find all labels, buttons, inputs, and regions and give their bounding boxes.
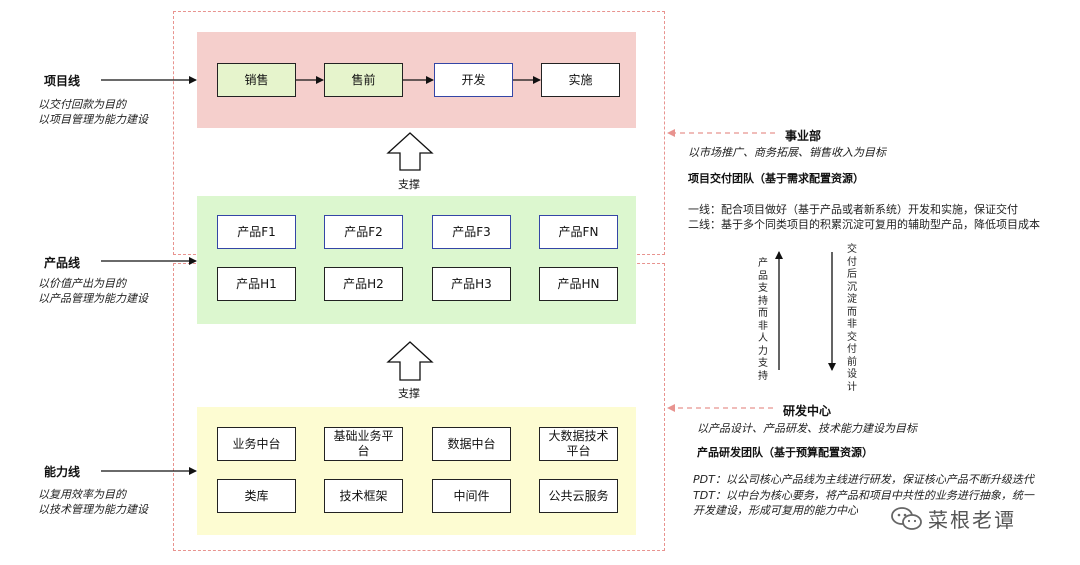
node-product-h3: 产品H3 [432, 267, 511, 301]
product-line-desc1: 以价值产出为目的 [38, 277, 126, 290]
support-arrow-upper [386, 132, 434, 171]
rd-team-title: 产品研发团队（基于预算配置资源） [697, 446, 873, 459]
support-arrow-lower [386, 341, 434, 381]
node-class-library: 类库 [217, 479, 296, 513]
wechat-icon [891, 506, 922, 530]
capability-line-desc2: 以技术管理为能力建设 [38, 503, 148, 516]
node-develop: 开发 [434, 63, 513, 97]
capability-line-desc1: 以复用效率为目的 [38, 488, 126, 501]
business-unit-title: 事业部 [785, 129, 822, 143]
node-implement: 实施 [541, 63, 620, 97]
delivery-line1: 一线：配合项目做好（基于产品或者新系统）开发和实施，保证交付 [688, 203, 1018, 216]
support-label-lower: 支撑 [398, 387, 420, 400]
vertical-text-product-support: 产品支持而非人力支持 [758, 258, 768, 382]
delivery-line2: 二线：基于多个同类项目的积累沉淀可复用的辅助型产品，降低项目成本 [688, 218, 1040, 231]
rd-pdt: PDT：以公司核心产品线为主线进行研发，保证核心产品不断升级迭代 [693, 473, 1034, 486]
node-tech-framework: 技术框架 [324, 479, 403, 513]
product-line-title: 产品线 [44, 256, 81, 270]
product-line-desc2: 以产品管理为能力建设 [38, 292, 148, 305]
node-presales: 售前 [324, 63, 403, 97]
support-label-upper: 支撑 [398, 178, 420, 191]
node-sales: 销售 [217, 63, 296, 97]
project-line-desc1: 以交付回款为目的 [38, 98, 126, 111]
capability-line-title: 能力线 [44, 465, 81, 479]
rd-center-title: 研发中心 [783, 404, 832, 418]
node-product-f2: 产品F2 [324, 215, 403, 249]
node-bigdata-platform: 大数据技术平台 [539, 427, 618, 461]
node-business-middle: 业务中台 [217, 427, 296, 461]
vertical-text-post-delivery: 交付后沉淀而非交付前设计 [847, 244, 857, 393]
project-line-title: 项目线 [44, 74, 81, 88]
node-product-f1: 产品F1 [217, 215, 296, 249]
rd-tdt1: TDT：以中台为核心要务，将产品和项目中共性的业务进行抽象，统一 [693, 489, 1034, 502]
node-data-middle: 数据中台 [432, 427, 511, 461]
project-line-desc2: 以项目管理为能力建设 [38, 113, 148, 126]
business-unit-subtitle: 以市场推广、商务拓展、销售收入为目标 [688, 146, 886, 159]
node-product-h1: 产品H1 [217, 267, 296, 301]
rd-tdt2: 开发建设，形成可复用的能力中心 [693, 504, 858, 517]
node-middleware: 中间件 [432, 479, 511, 513]
node-product-hn: 产品HN [539, 267, 618, 301]
watermark-text: 菜根老谭 [928, 508, 1016, 532]
node-base-business-platform: 基础业务平台 [324, 427, 403, 461]
node-product-h2: 产品H2 [324, 267, 403, 301]
node-public-cloud: 公共云服务 [539, 479, 618, 513]
watermark: 菜根老谭 [890, 504, 1016, 533]
node-product-fn: 产品FN [539, 215, 618, 249]
rd-center-subtitle: 以产品设计、产品研发、技术能力建设为目标 [697, 422, 917, 435]
delivery-team-title: 项目交付团队（基于需求配置资源） [688, 172, 864, 185]
node-product-f3: 产品F3 [432, 215, 511, 249]
